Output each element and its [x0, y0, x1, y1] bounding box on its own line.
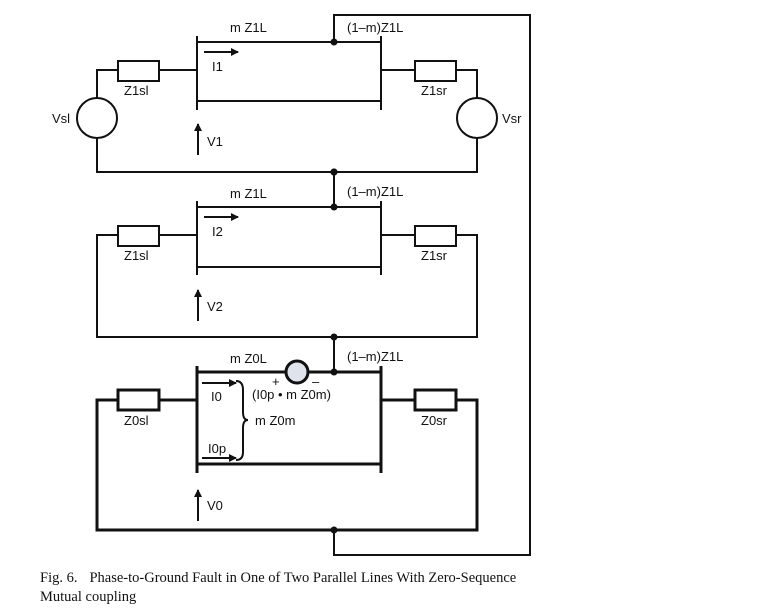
plus-sign: + [272, 374, 280, 389]
vsr-source [456, 97, 498, 139]
z1sr-impedance [414, 225, 457, 247]
figure-caption: Fig. 6.Phase-to-Ground Fault in One of T… [40, 569, 560, 607]
wire [456, 69, 478, 98]
coupled-source-label: (I0p • m Z0m) [252, 387, 331, 402]
impedance-label: Z0sr [421, 413, 448, 428]
impedance-label: Z1sl [124, 248, 149, 263]
fault-node [330, 368, 338, 376]
mutual-brace-icon [235, 380, 249, 461]
voltage-label: V2 [207, 299, 223, 314]
line-left-label: m Z1L [230, 20, 267, 35]
wire [334, 138, 478, 173]
figure-number: Fig. 6. [40, 570, 78, 586]
neutral-node [330, 526, 338, 534]
source-label: Vsl [52, 111, 70, 126]
z1sl-impedance [117, 225, 160, 247]
impedance-label: Z1sl [124, 83, 149, 98]
mutual-coupling-source [284, 359, 310, 385]
fault-node [330, 203, 338, 211]
source-label: Vsr [502, 111, 522, 126]
voltage-label: V1 [207, 134, 223, 149]
z1sr-impedance [414, 60, 457, 82]
negative-sequence-network [96, 172, 478, 372]
current-label: I0 [211, 389, 222, 404]
impedance-label: Z1sr [421, 248, 448, 263]
impedance-label: Z1sr [421, 83, 448, 98]
z1sl-impedance [117, 60, 160, 82]
line-right-label: (1–m)Z1L [347, 349, 403, 364]
positive-sequence-network [76, 14, 531, 556]
vsl-source [76, 97, 118, 139]
parallel-current-label: I0p [208, 441, 226, 456]
minus-sign: – [312, 374, 320, 389]
current-label: I2 [212, 224, 223, 239]
current-label: I1 [212, 59, 223, 74]
wire [96, 138, 334, 173]
z0sr-impedance [413, 388, 458, 412]
line-right-label: (1–m)Z1L [347, 20, 403, 35]
line-left-label: m Z0L [230, 351, 267, 366]
fault-node [330, 38, 338, 46]
fault-node [330, 168, 338, 176]
line-right-label: (1–m)Z1L [347, 184, 403, 199]
z0sl-impedance [116, 388, 161, 412]
mutual-impedance-label: m Z0m [255, 413, 295, 428]
voltage-label: V0 [207, 498, 223, 513]
line-left-label: m Z1L [230, 186, 267, 201]
fault-return-wire [333, 14, 531, 556]
wire [96, 234, 478, 338]
impedance-label: Z0sl [124, 413, 149, 428]
caption-text: Phase-to-Ground Fault in One of Two Para… [40, 570, 517, 605]
wire [96, 69, 118, 98]
